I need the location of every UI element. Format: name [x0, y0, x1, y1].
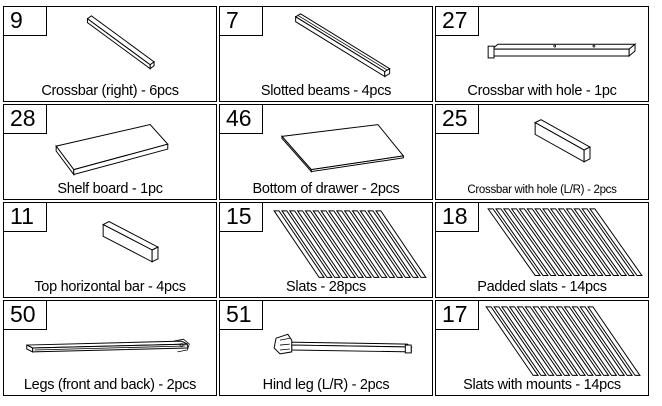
- part-number: 51: [220, 301, 263, 330]
- part-number: 7: [220, 7, 263, 36]
- part-cell-18: 18 Padde: [435, 202, 649, 298]
- padded-slats-icon: [487, 208, 643, 276]
- short-crossbar-icon: [534, 119, 592, 163]
- part-label: Hind leg (L/R) - 2pcs: [262, 377, 390, 393]
- part-cell-25: 25 Crossbar with hole (L/R) - 2pcs: [435, 104, 649, 200]
- part-label: Padded slats - 14pcs: [477, 279, 607, 295]
- part-cell-46: 46 Bottom of drawer - 2pcs: [219, 104, 433, 200]
- part-label: Shelf board - 1pc: [57, 181, 163, 197]
- horizontal-bar-icon: [102, 221, 160, 263]
- shelf-board-icon: [55, 124, 169, 176]
- crossbar-icon: [86, 15, 155, 70]
- part-number: 11: [4, 203, 47, 232]
- crossbar-with-hole-icon: [487, 43, 637, 59]
- part-number: 50: [4, 301, 47, 330]
- part-cell-9: 9 Crossbar (right) - 6pcs: [3, 6, 217, 102]
- part-number: 46: [220, 105, 263, 134]
- part-label: Top horizontal bar - 4pcs: [34, 279, 186, 295]
- part-cell-7: 7 Slotted beams - 4pcs: [219, 6, 433, 102]
- part-label: Legs (front and back) - 2pcs: [23, 377, 197, 393]
- part-cell-15: 15 Slats: [219, 202, 433, 298]
- part-label: Crossbar (right) - 6pcs: [41, 83, 179, 99]
- part-label: Slotted beams - 4pcs: [260, 83, 392, 99]
- part-number: 15: [220, 203, 263, 232]
- part-cell-51: 51 Hind leg (L/R) - 2pcs: [219, 300, 433, 396]
- part-number: 18: [436, 203, 479, 232]
- part-label: Crossbar with hole - 1pc: [467, 83, 617, 99]
- part-number: 25: [436, 105, 479, 134]
- part-cell-17: 17 Slats: [435, 300, 649, 396]
- slats-with-mounts-icon: [485, 306, 641, 376]
- slats-icon: [273, 210, 427, 278]
- part-label: Crossbar with hole (L/R) - 2pcs: [467, 184, 617, 196]
- leg-icon: [26, 338, 190, 353]
- part-number: 27: [436, 7, 479, 36]
- drawer-bottom-icon: [280, 124, 405, 173]
- part-cell-28: 28 Shelf board - 1pc: [3, 104, 217, 200]
- part-cell-11: 11 Top horizontal bar - 4pcs: [3, 202, 217, 298]
- part-label: Slats with mounts - 14pcs: [463, 377, 621, 393]
- part-label: Slats - 28pcs: [286, 279, 366, 295]
- slotted-beam-icon: [294, 13, 391, 78]
- part-cell-50: 50 Legs (front and back) - 2pcs: [3, 300, 217, 396]
- part-label: Bottom of drawer - 2pcs: [252, 181, 400, 197]
- part-number: 17: [436, 301, 479, 330]
- hind-leg-icon: [273, 333, 413, 355]
- parts-grid: 9 Crossbar (right) - 6pcs 7 Slotted beam…: [3, 6, 656, 397]
- part-number: 9: [4, 7, 47, 36]
- part-cell-27: 27 Crossbar with hole - 1pc: [435, 6, 649, 102]
- part-number: 28: [4, 105, 47, 134]
